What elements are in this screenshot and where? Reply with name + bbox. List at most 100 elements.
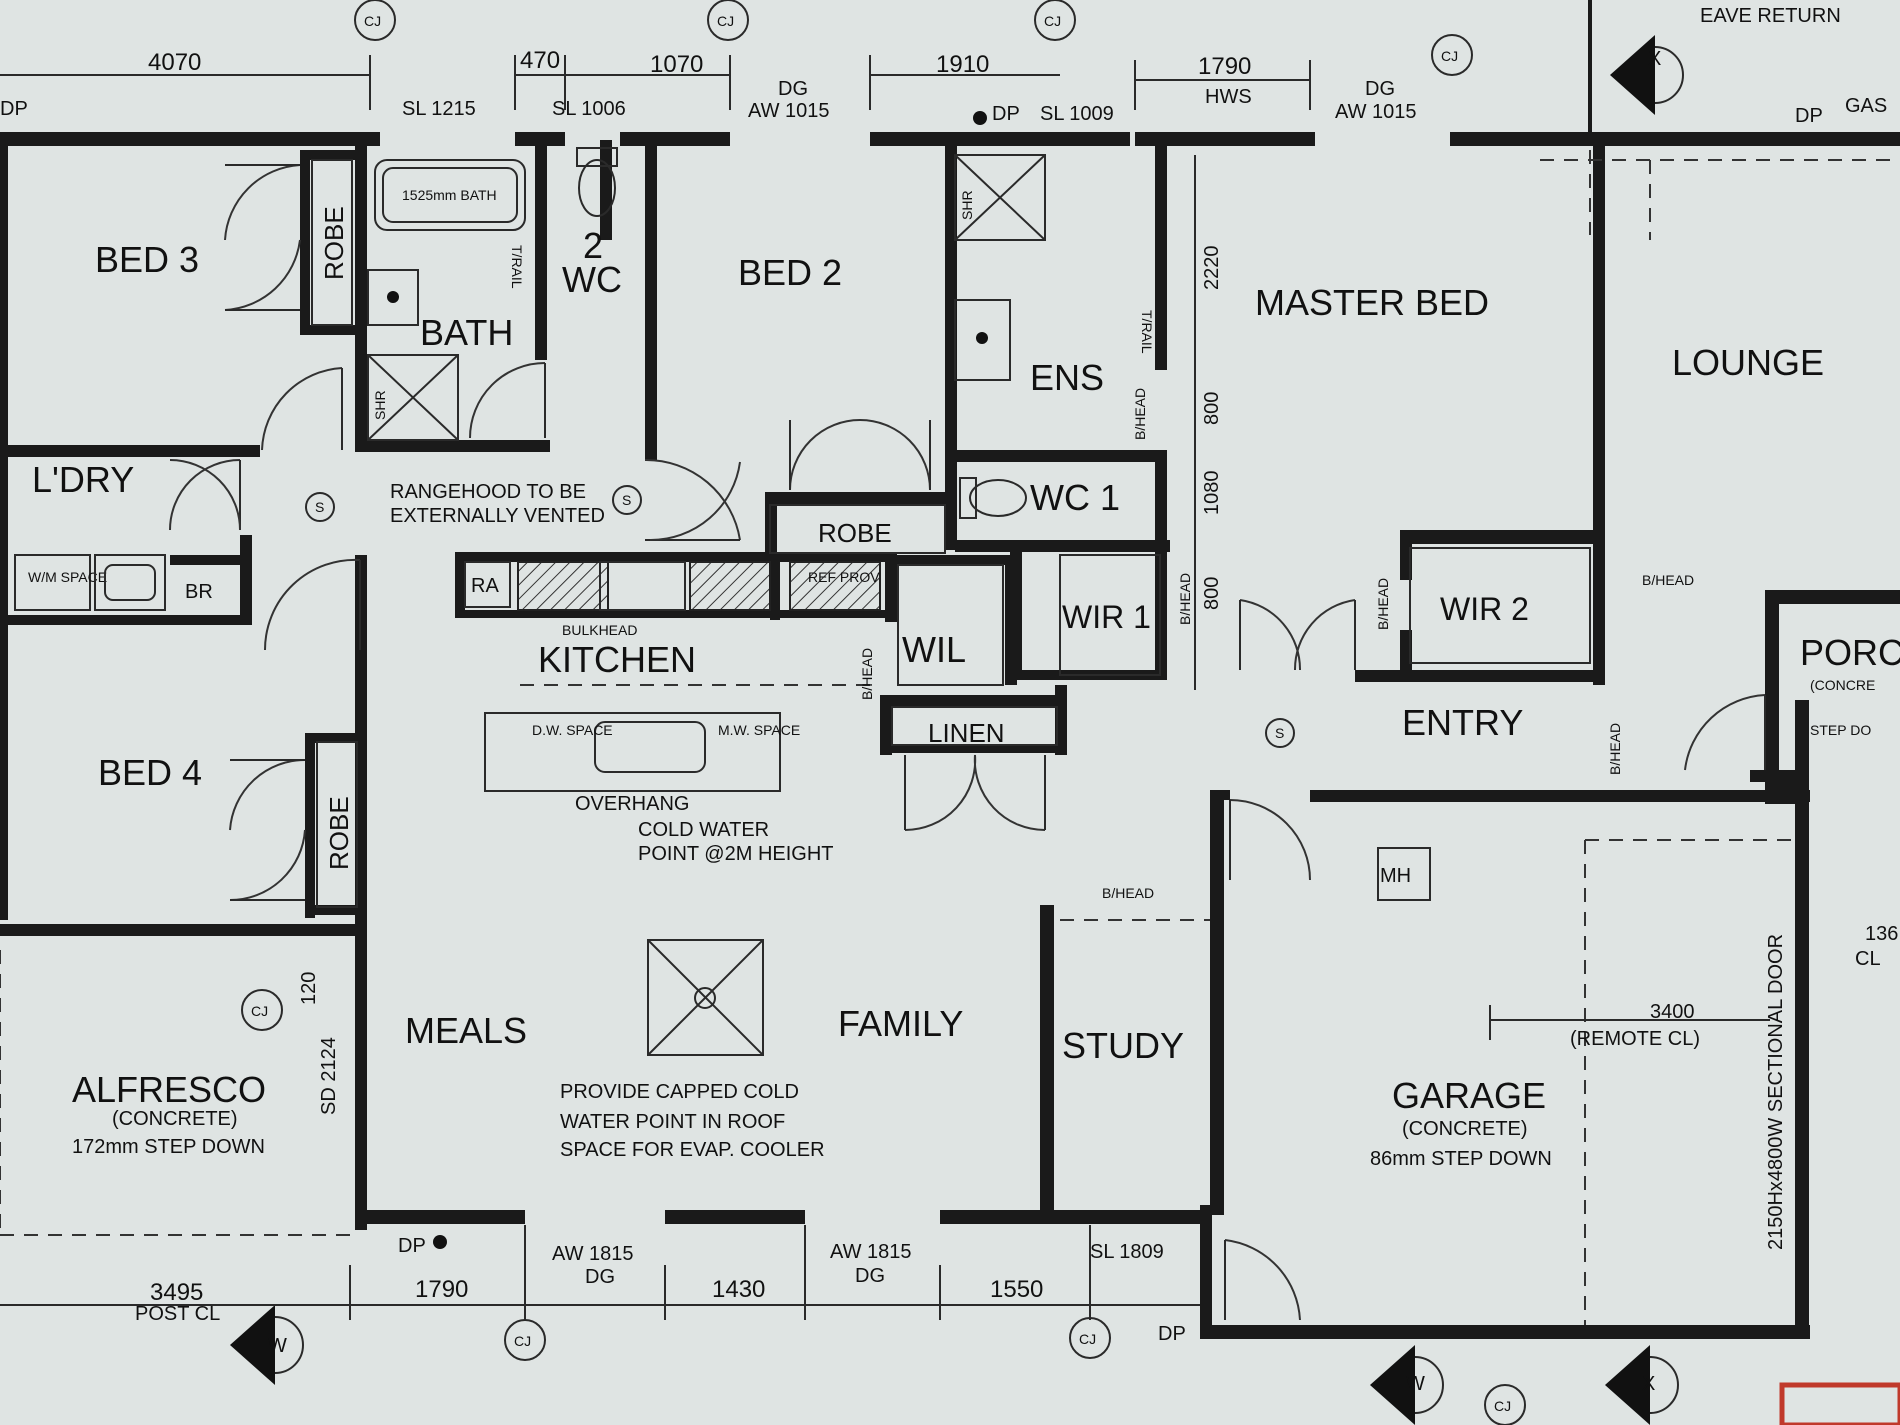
smoke-detector-3: S xyxy=(1275,725,1284,741)
compass-x-bottom: X xyxy=(1642,1373,1655,1395)
cj-marker-4: CJ xyxy=(1441,48,1458,64)
fridge-space xyxy=(789,561,881,611)
exterior-walls xyxy=(0,0,1900,1339)
window-aw1015-a: AW 1015 xyxy=(748,100,830,122)
dim-1430: 1430 xyxy=(712,1276,765,1303)
dw-space-label: D.W. SPACE xyxy=(532,722,613,738)
dim-1910: 1910 xyxy=(936,51,989,78)
bed4-robe-box xyxy=(316,741,358,908)
note-capped-2: WATER POINT IN ROOF xyxy=(560,1111,785,1133)
room-wir1: WIR 1 xyxy=(1062,599,1151,635)
smoke-detector-2: S xyxy=(622,492,631,508)
note-porch-sub: (CONCRE xyxy=(1810,677,1875,693)
note-trail-ens: T/RAIL xyxy=(1139,310,1155,354)
room-bed4: BED 4 xyxy=(98,752,202,793)
window-dg-1: DG xyxy=(778,78,808,100)
gas-label: GAS xyxy=(1845,95,1887,117)
dp-label-top-left: DP xyxy=(0,98,28,120)
dim-1550: 1550 xyxy=(990,1276,1043,1303)
room-porch: PORC xyxy=(1800,632,1900,673)
window-sl1809: SL 1809 xyxy=(1090,1241,1164,1263)
wm-space-label: W/M SPACE xyxy=(28,569,107,585)
kitchen-counter-left xyxy=(517,561,609,611)
room-labels: BED 3 ROBE BATH 2 WC BED 2 ENS WC 1 MAST… xyxy=(32,206,1900,1116)
room-study: STUDY xyxy=(1062,1025,1184,1066)
compass-w-bottom-mid: W xyxy=(1406,1373,1425,1395)
note-remote-dim: 3400 xyxy=(1650,1001,1695,1023)
eave-return-label: EAVE RETURN xyxy=(1700,5,1841,27)
dim-2220: 2220 xyxy=(1201,246,1223,291)
dp-label-bottom-left: DP xyxy=(398,1235,426,1257)
room-family: FAMILY xyxy=(838,1003,963,1044)
dim-136: 136 xyxy=(1865,923,1898,945)
note-bhead-wir1: B/HEAD xyxy=(1177,573,1193,625)
dim-800-a: 800 xyxy=(1201,392,1223,425)
kitchen-sink-icon xyxy=(594,721,706,773)
mh-label: MH xyxy=(1380,865,1411,887)
window-sl1006: SL 1006 xyxy=(552,98,626,120)
compass-markers: X W W X xyxy=(230,35,1684,1425)
note-bhead-entry: B/HEAD xyxy=(1607,723,1623,775)
room-garage: GARAGE xyxy=(1392,1075,1546,1116)
wir2-box xyxy=(1409,547,1591,664)
cj-marker-6: CJ xyxy=(514,1333,531,1349)
room-robe-bed4: ROBE xyxy=(324,796,354,870)
dim-sd2124: SD 2124 xyxy=(318,1037,340,1115)
note-bhead-kitchen: B/HEAD xyxy=(859,648,875,700)
dim-1070: 1070 xyxy=(650,51,703,78)
cj-marker-5: CJ xyxy=(251,1003,268,1019)
window-dg-b: DG xyxy=(855,1265,885,1287)
cj-markers: CJ CJ CJ CJ CJ CJ CJ CJ xyxy=(241,0,1526,1425)
bed2-robe-box xyxy=(769,504,946,554)
room-lounge: LOUNGE xyxy=(1672,342,1824,383)
post-cl-label: POST CL xyxy=(135,1303,220,1325)
window-aw1815-a: AW 1815 xyxy=(552,1243,634,1265)
red-callout-box xyxy=(1779,1382,1900,1425)
note-bhead-wir2: B/HEAD xyxy=(1375,578,1391,630)
wm-space-box xyxy=(14,554,91,611)
hws-label: HWS xyxy=(1205,86,1252,108)
cj-marker-2: CJ xyxy=(717,13,734,29)
manhole-box xyxy=(1377,847,1431,901)
cj-marker-7: CJ xyxy=(1079,1331,1096,1347)
cl-label: CL xyxy=(1855,948,1881,970)
note-cold-water-2: POINT @2M HEIGHT xyxy=(638,843,834,865)
side-dimensions: 2220 800 1080 800 SD 2124 120 136 CL xyxy=(298,155,1898,1115)
dim-1790: 1790 xyxy=(1198,53,1251,80)
note-bhead-lounge: B/HEAD xyxy=(1642,572,1694,588)
door-swings xyxy=(169,164,1766,1321)
note-rangehood-1: RANGEHOOD TO BE xyxy=(390,481,586,503)
ens-basin-icon xyxy=(954,299,1011,381)
interior-walls xyxy=(0,140,1810,1215)
bath-shower-icon xyxy=(367,354,459,441)
note-porch-step: STEP DO xyxy=(1810,722,1871,738)
compass-w-bottom-left: W xyxy=(268,1335,287,1357)
room-meals: MEALS xyxy=(405,1010,527,1051)
room-linen: LINEN xyxy=(928,718,1005,748)
note-bhead-ens: B/HEAD xyxy=(1132,388,1148,440)
top-window-labels: DP SL 1215 SL 1006 DG AW 1015 DP SL 1009… xyxy=(0,5,1887,127)
window-sl1009: SL 1009 xyxy=(1040,103,1114,125)
note-alfresco-step: 172mm STEP DOWN xyxy=(72,1136,265,1158)
note-garage-step: 86mm STEP DOWN xyxy=(1370,1148,1552,1170)
kitchen-counter-right xyxy=(689,561,771,611)
dim-1080: 1080 xyxy=(1201,471,1223,516)
bath-tub-icon xyxy=(374,159,526,231)
room-kitchen: KITCHEN xyxy=(538,639,696,680)
linen-box xyxy=(891,706,1058,746)
wc2-toilet-icon xyxy=(578,159,616,217)
evap-cooler-icon xyxy=(647,939,764,1056)
note-rangehood-2: EXTERNALLY VENTED xyxy=(390,505,605,527)
window-sl1215: SL 1215 xyxy=(402,98,476,120)
smoke-detector-1: S xyxy=(315,499,324,515)
bath-size-label: 1525mm BATH xyxy=(402,187,497,203)
cj-marker-8: CJ xyxy=(1494,1398,1511,1414)
dim-800-b: 800 xyxy=(1201,577,1223,610)
room-wir2: WIR 2 xyxy=(1440,591,1529,627)
kitchen-island xyxy=(484,712,781,792)
dp-label-top-mid: DP xyxy=(992,103,1020,125)
br-label: BR xyxy=(185,581,213,603)
dim-1790-bottom: 1790 xyxy=(415,1276,468,1303)
top-dimensions: 4070 470 1070 1910 1790 xyxy=(0,47,1311,110)
room-master-bed: MASTER BED xyxy=(1255,282,1489,323)
